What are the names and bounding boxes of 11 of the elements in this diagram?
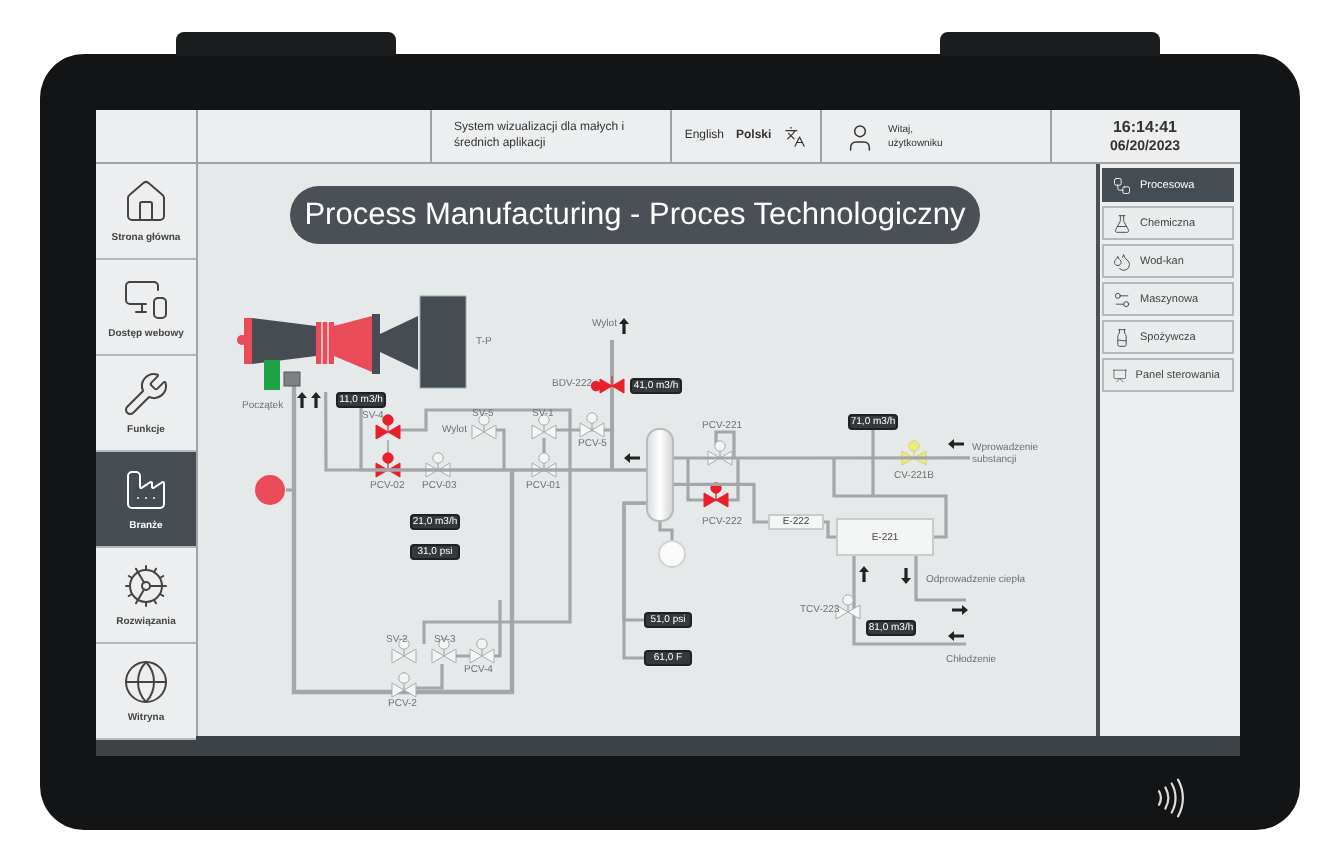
pipe xyxy=(871,430,948,539)
round-tank xyxy=(254,474,286,506)
pipe xyxy=(674,482,768,524)
pipe xyxy=(658,522,674,540)
column-vessel xyxy=(646,428,674,522)
title-banner: Process Manufacturing - Proces Technologiczny xyxy=(290,186,980,244)
pipe xyxy=(674,456,970,460)
pipe xyxy=(824,520,836,539)
pipe xyxy=(622,501,646,660)
pipe xyxy=(359,408,646,472)
clock-time: 16:14:41 xyxy=(1112,117,1178,138)
